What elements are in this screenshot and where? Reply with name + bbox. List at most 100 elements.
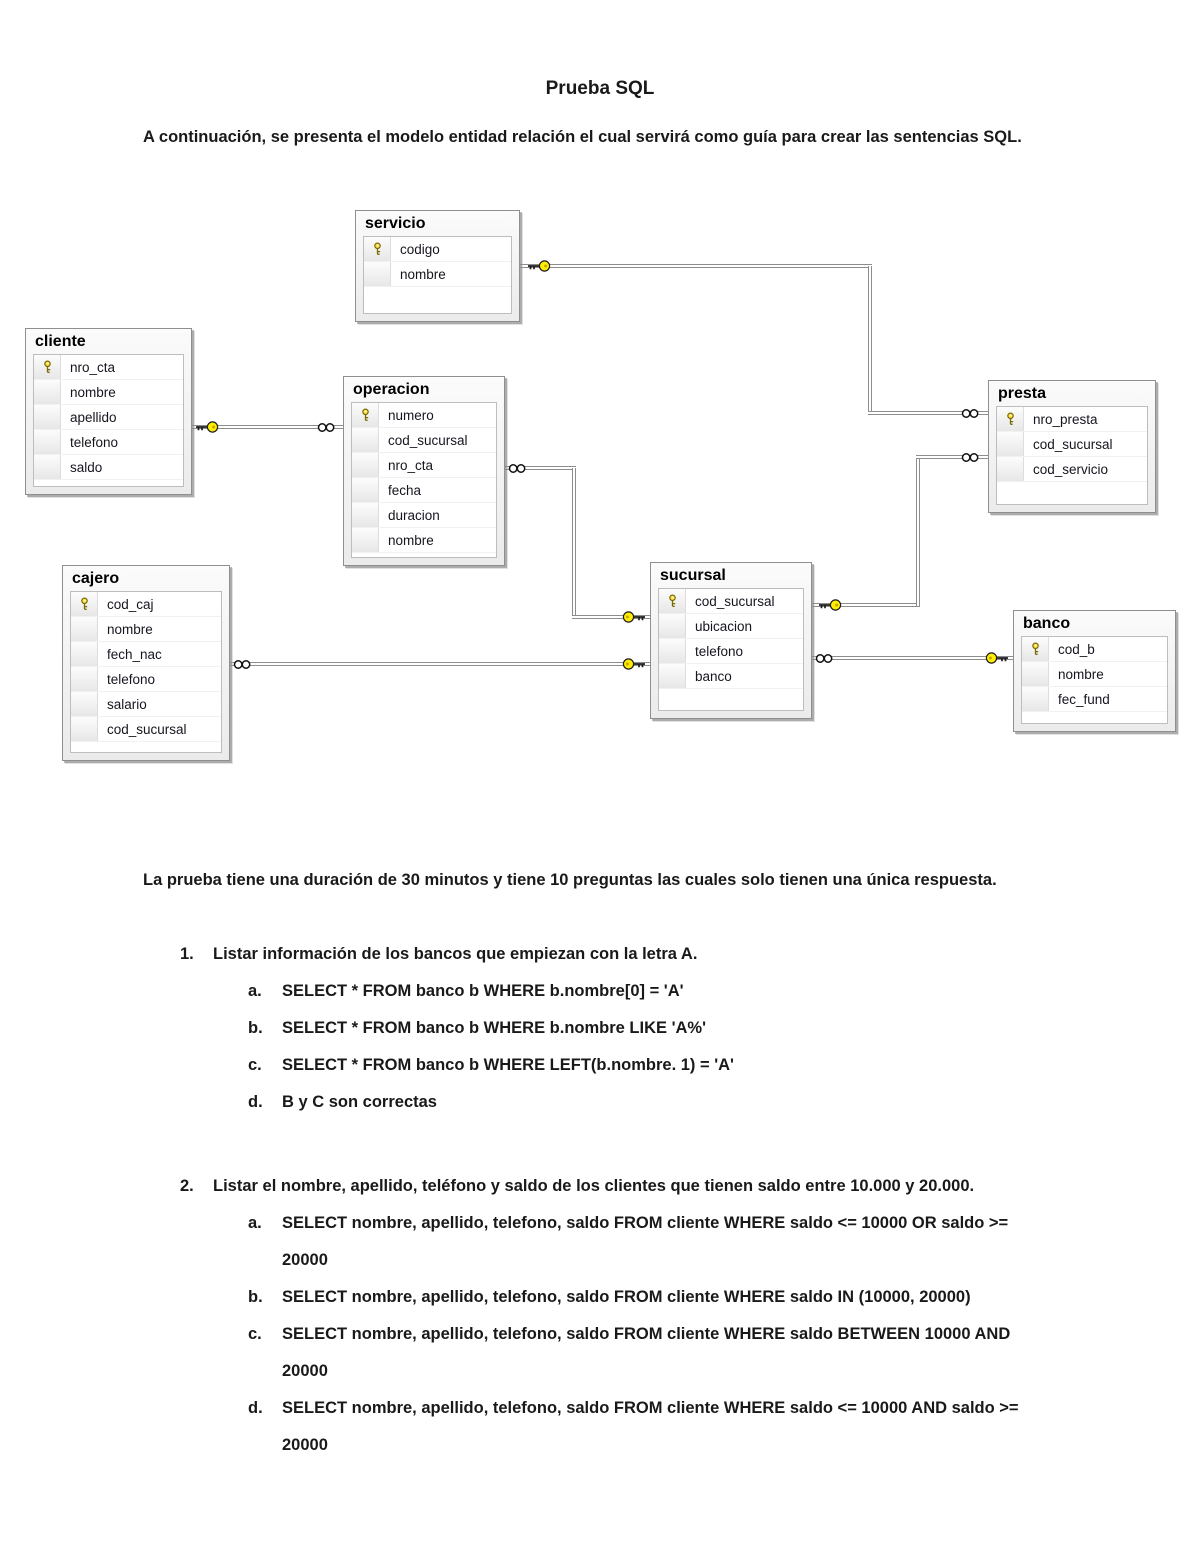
many-cardinality-infinity-icon [317, 423, 335, 432]
option-1a: a. SELECT * FROM banco b WHERE b.nombre[0… [213, 973, 1051, 1010]
table-title: presta [998, 385, 1047, 402]
field-name: apellido [70, 409, 117, 425]
field-name: telefono [695, 643, 744, 659]
option-1d: d.B y C son correctas [213, 1084, 1051, 1121]
field-row: banco [659, 664, 803, 689]
many-cardinality-infinity-icon [233, 660, 251, 669]
option-2c: c. SELECT nombre, apellido, telefono, sal… [213, 1316, 1051, 1390]
many-cardinality-infinity-icon [961, 409, 979, 418]
relation-line [228, 662, 652, 666]
field-name: nro_presta [1033, 411, 1098, 427]
many-cardinality-infinity-icon [961, 453, 979, 462]
field-name: cod_servicio [1033, 461, 1109, 477]
question-text: Listar información de los bancos que emp… [213, 945, 698, 963]
many-end-presta [960, 452, 981, 463]
relation-line [868, 266, 872, 414]
option-letter: a. [248, 1214, 262, 1232]
field-name: cod_caj [107, 596, 154, 612]
field-row: telefono [71, 667, 221, 692]
field-name: banco [695, 668, 732, 684]
field-row: ubicacion [659, 614, 803, 639]
field-row: nombre [364, 262, 511, 287]
field-name: telefono [107, 671, 156, 687]
one-cardinality-key-icon [622, 658, 645, 670]
field-name: nro_cta [388, 457, 434, 473]
field-name: fec_fund [1058, 691, 1110, 707]
table-fields: cod_sucursal ubicacion telefono banco [658, 588, 804, 711]
field-name: nombre [1058, 666, 1104, 682]
one-cardinality-key-icon [528, 260, 551, 272]
table-servicio: servicio codigo nombre [355, 210, 520, 322]
many-end-cajero [232, 659, 253, 670]
option-letter: b. [248, 1288, 263, 1306]
exam-note-paragraph: La prueba tiene una duración de 30 minut… [143, 871, 997, 889]
many-end-operacion [316, 422, 337, 433]
many-end-sucursal [814, 653, 835, 664]
table-title: servicio [365, 215, 426, 232]
one-end-sucursal [621, 610, 647, 624]
field-name: ubicacion [695, 618, 753, 634]
option-letter: a. [248, 982, 262, 1000]
many-end-operacion [507, 463, 528, 474]
table-fields: cod_b nombre fec_fund [1021, 636, 1168, 724]
option-text: SELECT * FROM banco b WHERE LEFT(b.nombr… [282, 1056, 734, 1074]
primary-key-icon [80, 597, 88, 610]
primary-key-icon [361, 408, 369, 421]
option-letter: c. [248, 1325, 262, 1343]
field-name: cod_sucursal [107, 721, 187, 737]
question-2: 2. Listar el nombre, apellido, teléfono … [180, 1168, 1080, 1464]
relation-line [518, 264, 872, 268]
option-letter: c. [248, 1056, 262, 1074]
field-row: saldo [34, 455, 183, 480]
table-fields: codigo nombre [363, 236, 512, 314]
relation-line [868, 411, 990, 415]
option-list: a. SELECT nombre, apellido, telefono, sal… [213, 1205, 1051, 1464]
table-cliente: cliente nro_cta nombre apellido telefono… [25, 328, 192, 495]
option-text: SELECT * FROM banco b WHERE b.nombre[0] … [282, 982, 684, 1000]
table-fields: nro_cta nombre apellido telefono saldo [33, 354, 184, 487]
field-name: nombre [400, 266, 446, 282]
option-text: SELECT nombre, apellido, telefono, saldo… [282, 1325, 1011, 1380]
field-name: nombre [388, 532, 434, 548]
table-operacion: operacion numero cod_sucursal nro_cta fe… [343, 376, 505, 566]
field-row: cod_sucursal [352, 428, 496, 453]
field-name: cod_sucursal [1033, 436, 1113, 452]
question-number: 1. [180, 945, 194, 963]
option-text: SELECT nombre, apellido, telefono, saldo… [282, 1288, 971, 1306]
many-end-presta [960, 408, 981, 419]
option-letter: d. [248, 1399, 263, 1417]
page-title: Prueba SQL [545, 78, 655, 99]
one-end-sucursal [621, 657, 647, 671]
option-1b: b.SELECT * FROM banco b WHERE b.nombre L… [213, 1010, 1051, 1047]
table-banco: banco cod_b nombre fec_fund [1013, 610, 1176, 732]
field-row: nombre [1022, 662, 1167, 687]
relation-line [572, 468, 576, 618]
one-end-servicio [526, 259, 552, 273]
relation-line [503, 466, 576, 470]
question-1: 1. Listar información de los bancos que … [180, 936, 1080, 1121]
table-fields: cod_caj nombre fech_nac telefono salario… [70, 591, 222, 753]
primary-key-icon [43, 360, 51, 373]
option-text: SELECT nombre, apellido, telefono, saldo… [282, 1214, 1009, 1269]
field-row: telefono [659, 639, 803, 664]
intro-paragraph: A continuación, se presenta el modelo en… [143, 128, 1022, 146]
field-name: fech_nac [107, 646, 162, 662]
primary-key-icon [1006, 412, 1014, 425]
option-letter: d. [248, 1093, 263, 1111]
many-cardinality-infinity-icon [508, 464, 526, 473]
question-list: 1. Listar información de los bancos que … [180, 936, 1080, 1464]
many-cardinality-infinity-icon [815, 654, 833, 663]
table-fields: numero cod_sucursal nro_cta fecha duraci… [351, 402, 497, 558]
field-name: cod_sucursal [388, 432, 468, 448]
field-row: nombre [34, 380, 183, 405]
table-presta: presta nro_presta cod_sucursal cod_servi… [988, 380, 1156, 513]
primary-key-icon [1031, 642, 1039, 655]
er-diagram: servicio codigo nombre cliente nro_cta n… [0, 205, 1200, 805]
relation-line [916, 457, 920, 606]
field-row: cod_sucursal [71, 717, 221, 742]
option-1c: c. SELECT * FROM banco b WHERE LEFT(b.nom… [213, 1047, 1051, 1084]
field-row: numero [352, 403, 496, 428]
one-cardinality-key-icon [985, 652, 1008, 664]
option-text: SELECT * FROM banco b WHERE b.nombre LIK… [282, 1019, 707, 1037]
